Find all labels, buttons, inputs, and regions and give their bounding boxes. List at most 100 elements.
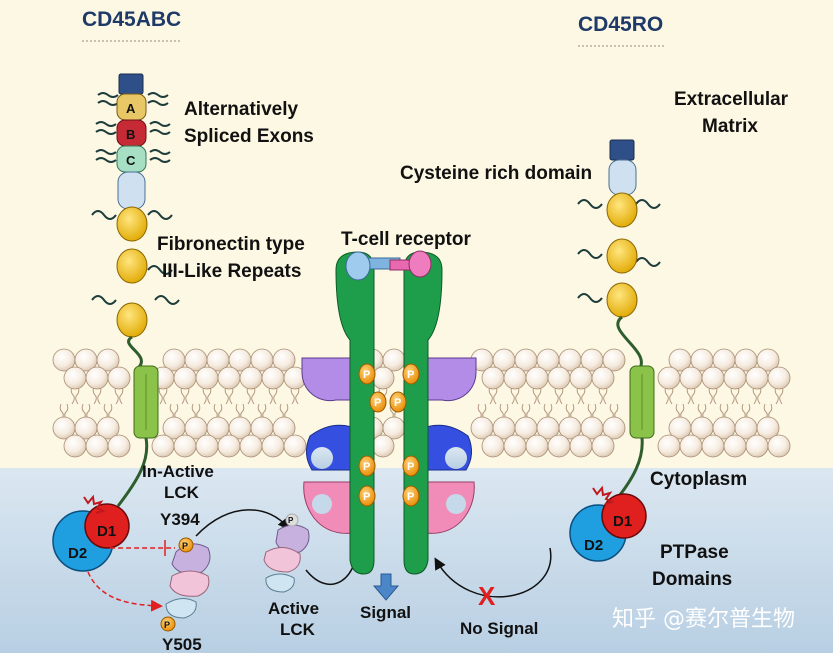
- label-y394: Y394: [160, 510, 200, 529]
- itam-phosphate-label: P: [407, 491, 414, 503]
- lipid-tail: [554, 385, 564, 405]
- itam-phosphate: [402, 363, 420, 385]
- phospho-y394-inactive: [178, 537, 194, 553]
- label-active-lck: LCK: [280, 620, 316, 639]
- lipid-head: [745, 366, 769, 390]
- label-spliced-exons: Spliced Exons: [184, 126, 314, 147]
- lipid-tail: [708, 385, 718, 405]
- label-domains: Domains: [652, 569, 732, 590]
- lipid-head: [745, 434, 769, 458]
- cysteine-rich-domain-left: [117, 171, 146, 210]
- lipid-head: [96, 348, 120, 372]
- label-alternatively: Alternatively: [184, 99, 298, 120]
- lipid-head: [679, 434, 703, 458]
- lipid-head: [217, 434, 241, 458]
- blocked-x-mark: X: [478, 581, 496, 611]
- label-no-signal: No Signal: [460, 619, 538, 638]
- lipid-tail: [576, 385, 586, 405]
- active-site-burst-left: [83, 494, 106, 514]
- itam-phosphate-label: P: [394, 397, 401, 409]
- p-label-y505: P: [164, 620, 170, 630]
- label-active: Active: [268, 599, 319, 618]
- d1-domain-right: [601, 493, 647, 539]
- lipid-head: [96, 416, 120, 440]
- lipid-tail: [114, 385, 124, 405]
- lipid-head: [85, 366, 109, 390]
- lipid-head: [63, 434, 87, 458]
- watermark: 知乎 @赛尔普生物: [612, 607, 795, 632]
- itam-phosphate-label: P: [363, 491, 370, 503]
- inactive-lck-protein: [165, 543, 211, 619]
- active-lck-kinase-lower: [263, 547, 301, 573]
- lipid-head: [261, 366, 285, 390]
- linker-left: [127, 335, 143, 370]
- lipid-tail: [158, 385, 168, 405]
- tcr-alpha-head: [345, 251, 371, 281]
- cd3-purple-left: [301, 357, 357, 402]
- lipid-head: [195, 366, 219, 390]
- d2-label-right: D2: [584, 537, 603, 554]
- lipid-tail: [598, 385, 608, 405]
- label-matrix: Matrix: [702, 116, 758, 137]
- lipid-head: [525, 434, 549, 458]
- inactive-lck-sh: [165, 598, 197, 619]
- lipid-head: [591, 366, 615, 390]
- lipid-tail: [290, 385, 300, 405]
- lipid-head: [756, 416, 780, 440]
- lipid-tail: [686, 385, 696, 405]
- itam-phosphate: [358, 363, 376, 385]
- p-label-active: P: [288, 516, 294, 525]
- lipid-tail: [224, 385, 234, 405]
- tcr-beta-head: [408, 250, 432, 278]
- itam-phosphate: [389, 391, 407, 413]
- lipid-head: [767, 434, 791, 458]
- lipid-head: [525, 366, 549, 390]
- itam-phosphate-label: P: [407, 461, 414, 473]
- cd45abc-molecule: A B C D2 D1: [52, 73, 180, 572]
- signal-arrow: [372, 573, 400, 601]
- cytoplasmic-tail-left: [116, 437, 149, 507]
- itam-phosphate-label: P: [374, 397, 381, 409]
- lipid-head: [173, 434, 197, 458]
- lipid-head: [481, 366, 505, 390]
- lipid-head: [239, 434, 263, 458]
- title-cd45abc: CD45ABC: [82, 8, 181, 31]
- cd3-pink-left-notch: [312, 494, 332, 514]
- lipid-head: [107, 434, 131, 458]
- label-inactive-lck: LCK: [164, 483, 200, 502]
- d2-label-left: D2: [68, 545, 87, 562]
- lipid-head: [723, 434, 747, 458]
- d1-label-right: D1: [613, 513, 632, 530]
- lipid-head: [767, 366, 791, 390]
- label-ptpase: PTPase: [660, 542, 729, 563]
- lipid-head: [173, 366, 197, 390]
- itam-phosphate: [402, 455, 420, 477]
- label-cytoplasm: Cytoplasm: [650, 469, 747, 490]
- lipid-tail: [246, 385, 256, 405]
- lipid-head: [569, 366, 593, 390]
- lipid-head: [547, 366, 571, 390]
- lipid-head: [261, 434, 285, 458]
- fn-repeat-left-1: [116, 206, 148, 242]
- cysteine-rich-domain-right: [608, 159, 637, 196]
- fn-repeat-right-3: [606, 282, 638, 318]
- lipid-tail: [664, 385, 674, 405]
- lipid-tail: [510, 385, 520, 405]
- lipid-head: [195, 434, 219, 458]
- itam-phosphate: [358, 455, 376, 477]
- phospho-y505: [160, 616, 176, 632]
- lipid-tail: [92, 385, 102, 405]
- lipid-tail: [488, 385, 498, 405]
- fn-repeat-left-2: [116, 248, 148, 284]
- label-extracellular: Extracellular: [674, 89, 789, 110]
- lipid-head: [547, 434, 571, 458]
- dephosphorylation-arrows: [87, 540, 175, 612]
- lipid-head: [371, 434, 395, 458]
- label-iii-like-repeats: III-Like Repeats: [162, 261, 301, 282]
- cd45ro-molecule: D2 D1: [569, 139, 661, 562]
- lipid-head: [569, 434, 593, 458]
- lipid-head: [371, 366, 395, 390]
- label-y505: Y505: [162, 635, 202, 653]
- label-cysteine-rich-domain: Cysteine rich domain: [400, 163, 592, 184]
